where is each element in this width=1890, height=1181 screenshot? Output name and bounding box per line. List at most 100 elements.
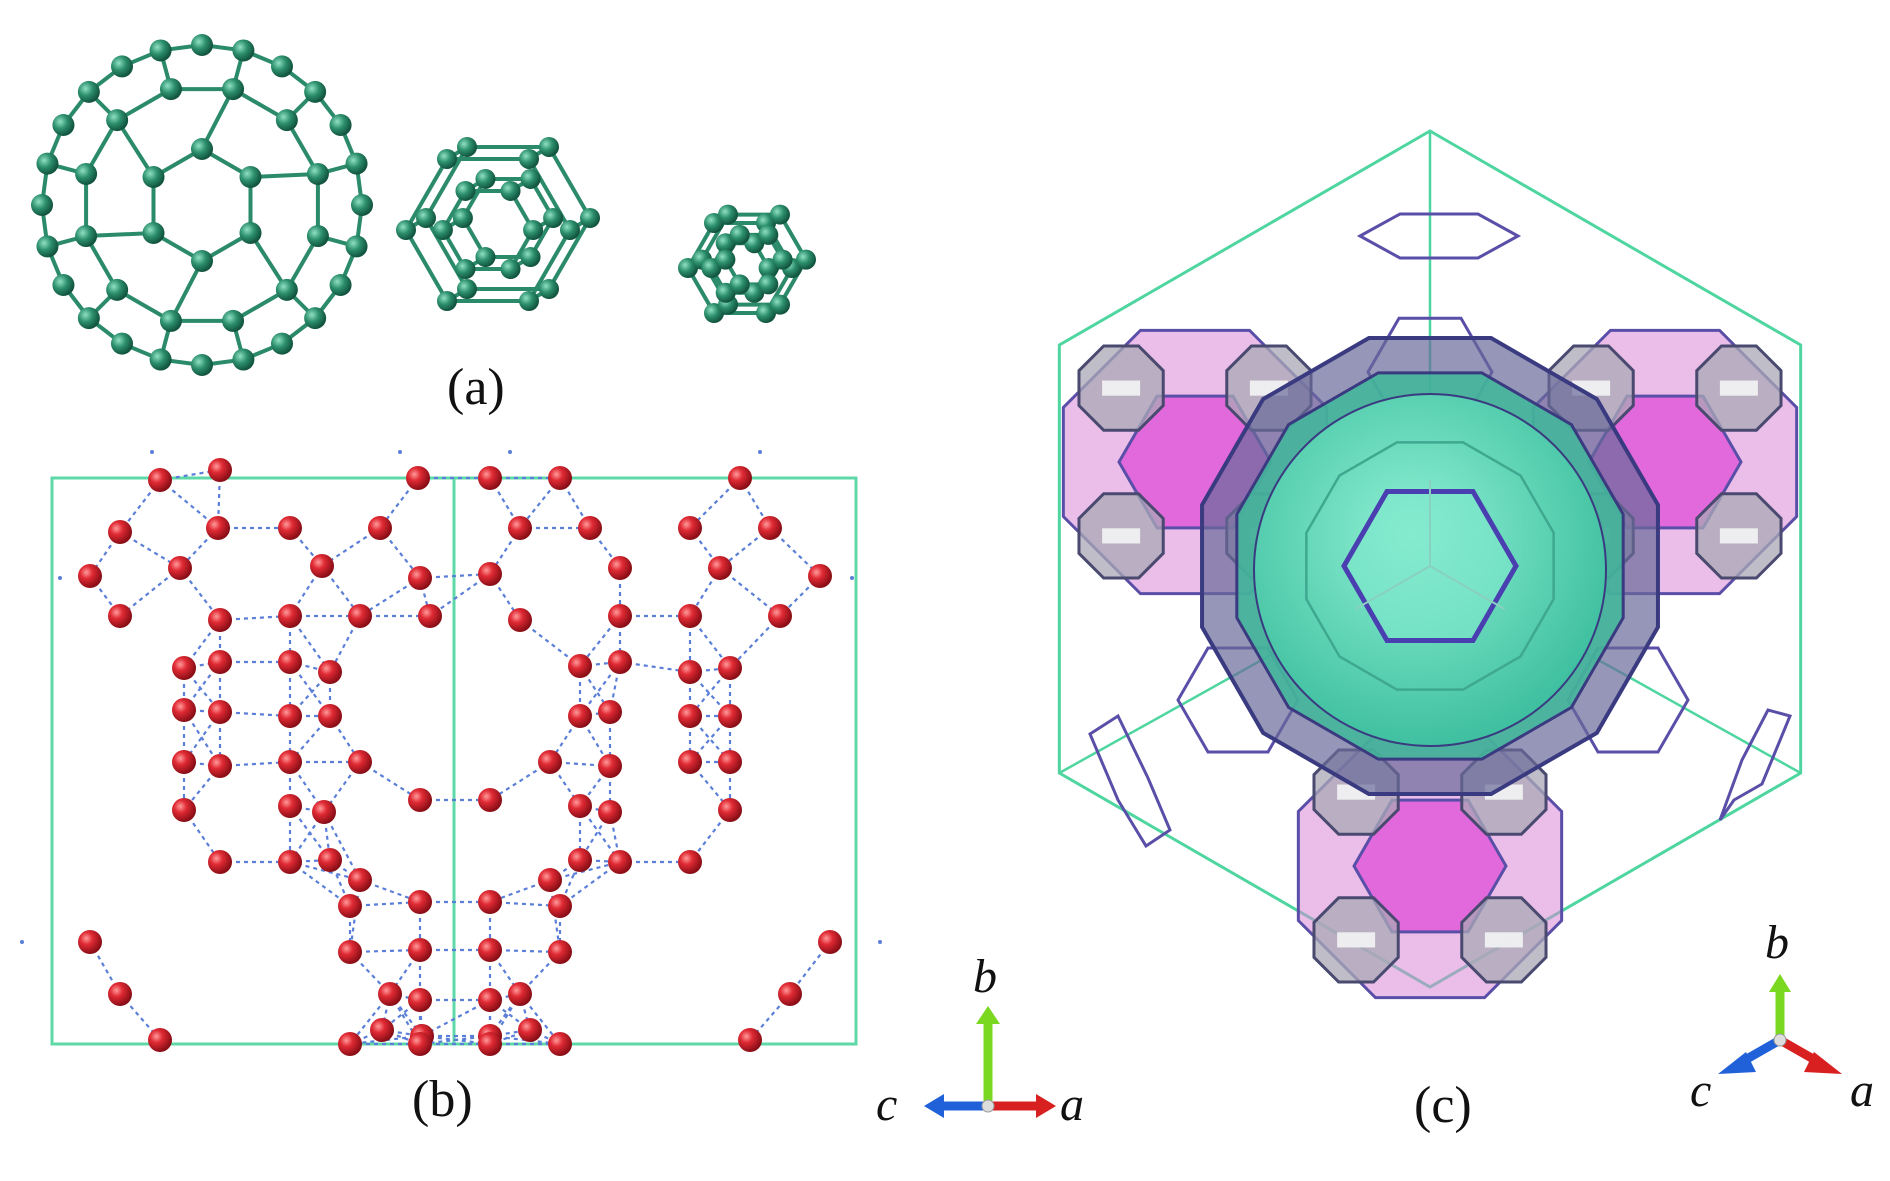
framework-atom bbox=[548, 466, 572, 490]
framework-atom bbox=[538, 750, 562, 774]
cage-atom bbox=[718, 204, 738, 225]
framework-atom bbox=[108, 982, 132, 1006]
framework-bond bbox=[289, 804, 325, 814]
framework-atom bbox=[278, 516, 302, 540]
cage-bond bbox=[169, 260, 204, 322]
large-cage-model bbox=[31, 34, 373, 376]
cage-atom bbox=[275, 278, 298, 301]
cage-atom bbox=[770, 204, 790, 225]
framework-atom bbox=[310, 554, 334, 578]
framework-bond bbox=[119, 567, 181, 617]
framework-atom bbox=[608, 850, 632, 874]
axes-origin-c bbox=[1773, 1033, 1787, 1047]
cage-atom bbox=[106, 109, 129, 132]
cage-atom bbox=[191, 138, 213, 160]
cage-atom bbox=[539, 136, 559, 157]
cage-atom bbox=[106, 278, 129, 301]
bond-stub bbox=[758, 450, 762, 454]
cage-atom bbox=[52, 274, 75, 296]
framework-atom bbox=[478, 562, 502, 586]
framework-atom bbox=[408, 890, 432, 914]
framework-atom bbox=[718, 750, 742, 774]
a-axis-arrowhead bbox=[1036, 1094, 1056, 1118]
framework-atom bbox=[508, 516, 532, 540]
framework-atom bbox=[312, 800, 336, 824]
cage-atom bbox=[306, 225, 329, 248]
framework-atom bbox=[568, 848, 592, 872]
framework-bond bbox=[329, 859, 361, 881]
cage-atom bbox=[111, 55, 133, 78]
cage-atom bbox=[580, 208, 600, 228]
framework-atom bbox=[278, 650, 302, 674]
framework-atom bbox=[578, 516, 602, 540]
framework-atom bbox=[508, 608, 532, 632]
cage-atom bbox=[457, 136, 477, 157]
framework-atom bbox=[278, 704, 302, 728]
framework-atom bbox=[478, 890, 502, 914]
cage-atom bbox=[351, 194, 373, 216]
cage-atom bbox=[432, 220, 453, 240]
cage-atom bbox=[758, 274, 779, 295]
cage-atom bbox=[715, 249, 736, 270]
framework-atom bbox=[718, 798, 742, 822]
cage-atom bbox=[271, 55, 293, 78]
framework-atom bbox=[508, 982, 532, 1006]
framework-atom bbox=[718, 656, 742, 680]
framework-atom bbox=[208, 650, 232, 674]
framework-atom bbox=[678, 850, 702, 874]
bond-stub bbox=[398, 450, 402, 454]
prism-window bbox=[1719, 380, 1758, 396]
framework-atom bbox=[808, 564, 832, 588]
cage-hex-spoke bbox=[1429, 565, 1505, 610]
framework-atom bbox=[208, 754, 232, 778]
framework-atom bbox=[148, 468, 172, 492]
framework-atom bbox=[758, 516, 782, 540]
b-axis-arrowhead-c bbox=[1769, 974, 1791, 992]
framework-atom bbox=[678, 660, 702, 684]
panel-label-b: (b) bbox=[412, 1071, 473, 1128]
framework-atom bbox=[208, 700, 232, 724]
cage-atom bbox=[77, 80, 100, 103]
cage-atom bbox=[306, 162, 329, 185]
framework-atom bbox=[278, 850, 302, 874]
panel-b-framework bbox=[20, 450, 882, 1056]
framework-bond bbox=[323, 811, 361, 881]
bond-network bbox=[20, 450, 882, 1046]
panel-label-c: (c) bbox=[1414, 1077, 1472, 1134]
framework-atom bbox=[370, 1018, 394, 1042]
framework-atom bbox=[568, 654, 592, 678]
framework-atom bbox=[608, 650, 632, 674]
cage-atom bbox=[500, 259, 521, 280]
cage-atom bbox=[149, 348, 172, 371]
bond-stub bbox=[508, 450, 512, 454]
cage-hex-spoke bbox=[1355, 565, 1431, 610]
cage-atom bbox=[75, 225, 98, 248]
cage-atom bbox=[304, 307, 327, 330]
bond-stub bbox=[850, 576, 854, 580]
framework-atom bbox=[368, 516, 392, 540]
panel-c-polyhedral-model bbox=[1057, 129, 1803, 1000]
cage-atom bbox=[52, 114, 75, 136]
cage-atom bbox=[455, 259, 476, 280]
framework-atom bbox=[718, 704, 742, 728]
axes-origin bbox=[981, 1099, 995, 1113]
panel-label-a: (a) bbox=[447, 359, 505, 416]
framework-atom bbox=[608, 604, 632, 628]
cage-atom bbox=[36, 235, 59, 258]
framework-atom bbox=[208, 608, 232, 632]
framework-atom bbox=[78, 930, 102, 954]
framework-atom bbox=[768, 604, 792, 628]
cage-atom bbox=[222, 309, 245, 332]
medium-cage-model bbox=[396, 136, 600, 312]
framework-atom bbox=[418, 604, 442, 628]
axis-label-a: a bbox=[1060, 1078, 1084, 1131]
framework-atom bbox=[318, 660, 342, 684]
framework-atom bbox=[818, 930, 842, 954]
framework-atom bbox=[568, 794, 592, 818]
cage-atom bbox=[191, 354, 213, 376]
bond-stub bbox=[878, 940, 882, 944]
framework-atom bbox=[408, 788, 432, 812]
cage-atom bbox=[772, 249, 793, 270]
cage-atom bbox=[142, 222, 165, 244]
